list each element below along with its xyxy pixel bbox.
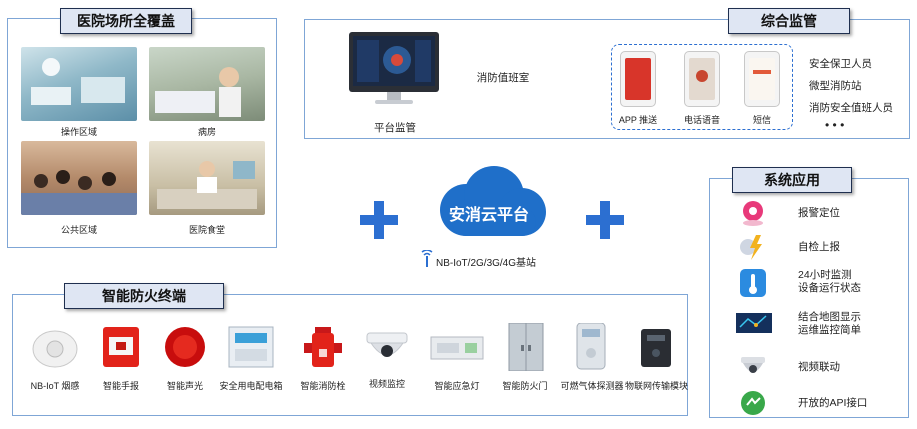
fire-hydrant-icon	[295, 323, 351, 371]
thermometer-icon	[738, 269, 768, 297]
smart-terminals-panel: NB-IoT 烟感 智能手报 智能声光 安全用电配电箱 智能消防栓 视频监控 智…	[12, 294, 688, 416]
system-application-title: 系统应用	[732, 167, 852, 193]
recipient-item: 微型消防站	[809, 80, 862, 92]
device-label: 智能防火门	[502, 381, 548, 391]
distribution-box-icon	[223, 323, 279, 371]
manual-alarm-icon	[93, 323, 149, 371]
device-label: 可燃气体探测器	[560, 381, 624, 391]
platform-monitor	[347, 30, 441, 110]
device-label: 安全用电配电箱	[219, 381, 283, 391]
duty-room-label: 消防值班室	[476, 72, 530, 84]
channel-label: APP 推送	[618, 115, 658, 125]
operating-area-photo	[21, 47, 137, 121]
emergency-light-icon	[429, 323, 485, 371]
recipient-item: 安全保卫人员	[809, 58, 872, 70]
device-label: 智能手报	[102, 381, 139, 391]
plus-icon	[374, 201, 384, 239]
system-item: 自检上报	[710, 233, 908, 263]
area-label: 病房	[197, 127, 216, 137]
cloud-platform-name: 安消云平台	[448, 207, 529, 224]
public-area-photo	[21, 141, 137, 215]
smoke-detector-icon	[27, 323, 83, 371]
device-label: 智能声光	[166, 381, 203, 391]
app-push-phone	[620, 51, 656, 107]
hospital-coverage-title: 医院场所全覆盖	[60, 8, 192, 34]
device-label: NB-IoT 烟感	[30, 381, 80, 391]
device-label: 智能消防栓	[300, 381, 346, 391]
recipient-item: 消防安全值班人员	[809, 102, 893, 114]
map-icon	[736, 311, 772, 339]
sms-phone	[744, 51, 780, 107]
cloud-icon	[424, 158, 554, 242]
system-item: 报警定位	[710, 199, 908, 229]
channel-label: 电话语音	[683, 115, 720, 125]
ward-photo	[149, 47, 265, 121]
platform-label: 平台监管	[374, 122, 416, 134]
monitoring-title: 综合监管	[728, 8, 850, 34]
hospital-coverage-panel: 操作区域 病房 公共区域 医院食堂	[7, 18, 277, 248]
system-item: 结合地图显示 运维监控简单	[710, 311, 908, 341]
gas-detector-icon	[563, 322, 619, 371]
notification-channels: APP 推送 电话语音 短信	[611, 44, 793, 130]
system-item: 24小时监测 设备运行状态	[710, 269, 908, 299]
system-application-panel: 报警定位 自检上报 24小时监测 设备运行状态 结合地图显示 运维监控简单 视频…	[709, 178, 909, 418]
lightning-icon	[738, 233, 768, 261]
channel-label: 短信	[752, 115, 771, 125]
map-pin-icon	[738, 199, 768, 227]
antenna-icon	[420, 249, 434, 268]
device-label: 物联网传输模块	[625, 381, 689, 391]
device-label: 视频监控	[368, 379, 405, 389]
api-icon	[738, 389, 768, 417]
sound-light-alarm-icon	[157, 323, 213, 371]
fire-door-icon	[497, 322, 553, 372]
system-item: 开放的API接口	[710, 389, 908, 419]
dome-camera-icon	[738, 353, 768, 381]
video-camera-icon	[359, 323, 415, 371]
iot-module-icon	[627, 323, 683, 371]
network-label: NB-IoT/2G/3G/4G基站	[436, 258, 537, 269]
system-item: 视频联动	[710, 353, 908, 383]
canteen-photo	[149, 141, 265, 215]
more-ellipsis: • • •	[825, 118, 845, 132]
area-label: 医院食堂	[188, 225, 225, 235]
smart-terminals-title: 智能防火终端	[64, 283, 224, 309]
plus-icon	[600, 201, 610, 239]
area-label: 公共区域	[60, 225, 97, 235]
monitoring-panel: 平台监管 消防值班室 APP 推送 电话语音 短信 安全保卫人员 微型消防站 消…	[304, 19, 910, 139]
device-label: 智能应急灯	[434, 381, 480, 391]
area-label: 操作区域	[60, 127, 97, 137]
voice-call-phone	[684, 51, 720, 107]
